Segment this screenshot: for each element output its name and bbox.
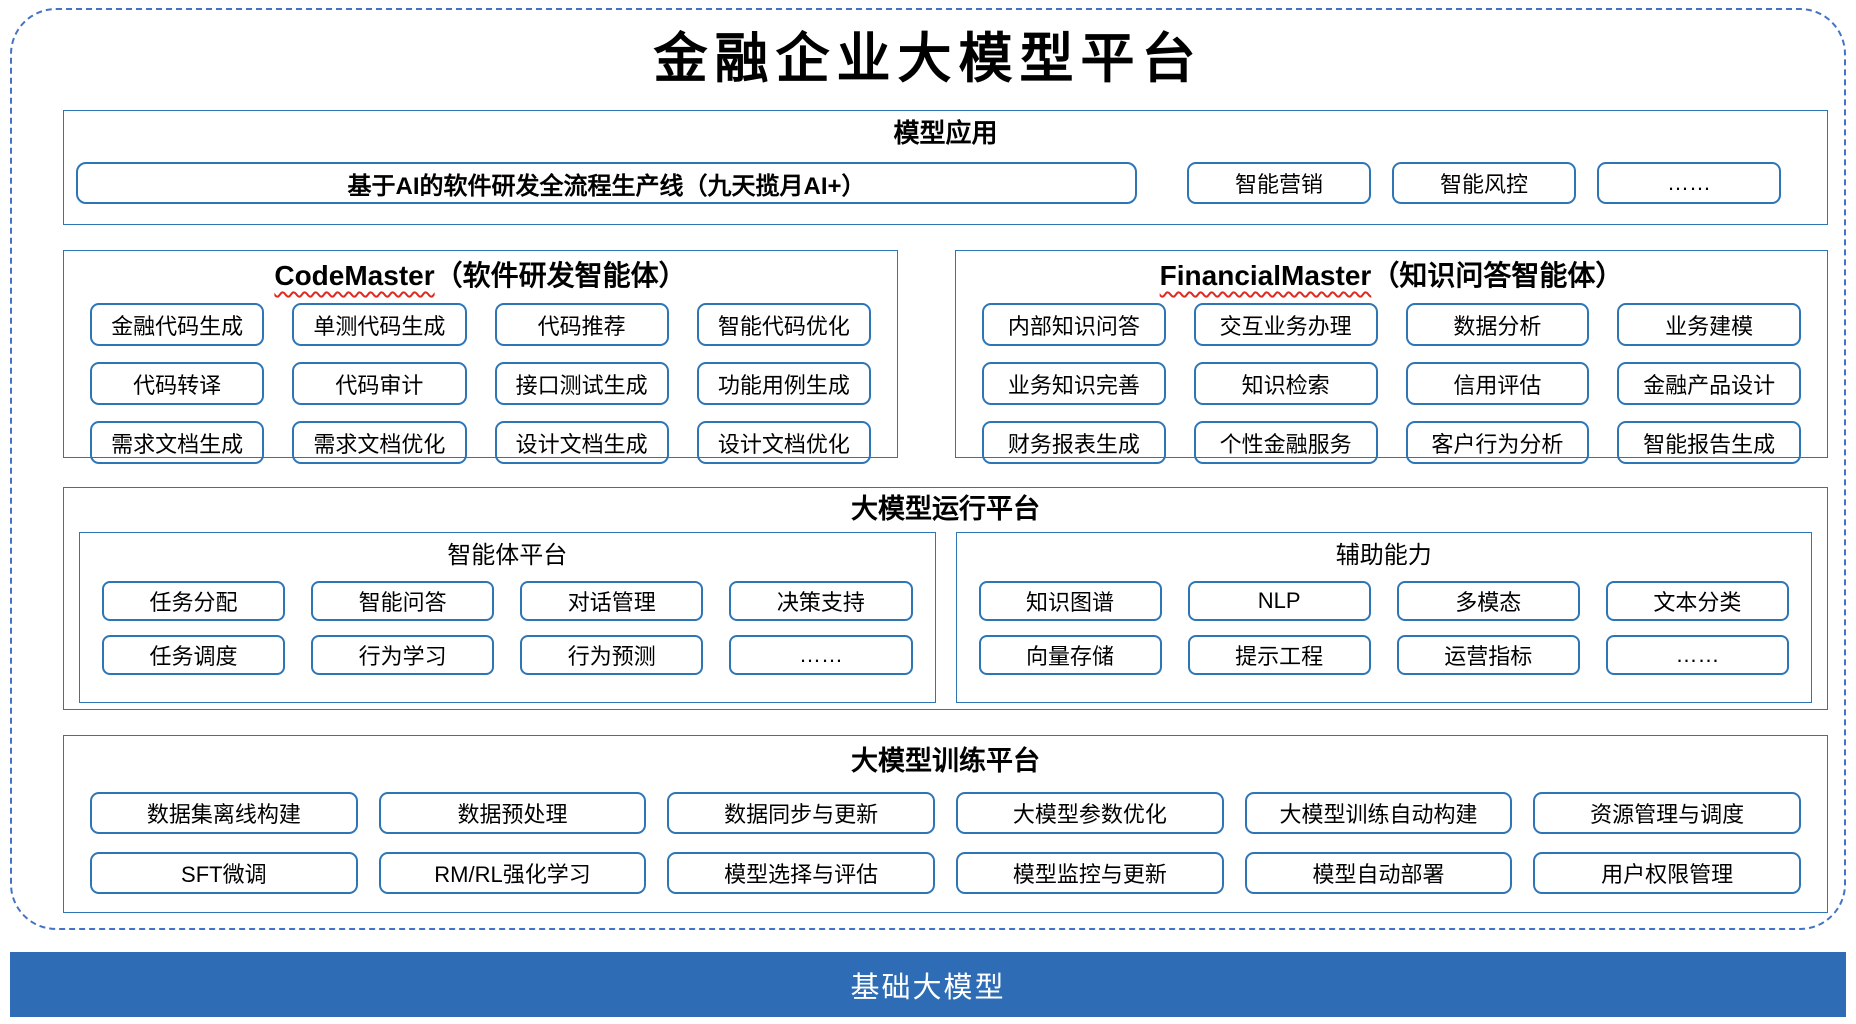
section-financialmaster: FinancialMaster（知识问答智能体） 内部知识问答交互业务办理数据分… [955,250,1828,464]
capability-box: 金融代码生成 [90,303,265,346]
training-item-box: 用户权限管理 [1533,852,1801,894]
runtime-item-box: 向量存储 [978,635,1162,675]
capability-box: 智能报告生成 [1617,421,1801,464]
capability-box: 代码推荐 [494,303,669,346]
training-item-box: 大模型参数优化 [955,792,1224,834]
capability-box: 交互业务办理 [1193,303,1378,346]
app-box: 智能风控 [1392,162,1576,204]
training-item-box: 资源管理与调度 [1533,792,1801,834]
auxiliary-capability-panel: 辅助能力 知识图谱 NLP 多模态文本分类向量存储提示工程运营指标 …… [955,532,1812,703]
codemaster-title: CodeMaster（软件研发智能体） [90,259,871,293]
financialmaster-title-zh: （知识问答智能体） [1371,260,1624,291]
capability-box: 需求文档优化 [292,421,467,464]
runtime-item-box: 运营指标 [1396,635,1580,675]
capability-box: 个性金融服务 [1193,421,1378,464]
runtime-item-box: 提示工程 [1187,635,1371,675]
capability-box: 金融产品设计 [1617,362,1801,405]
financialmaster-capability-grid: 内部知识问答交互业务办理数据分析业务建模业务知识完善知识检索信用评估金融产品设计… [982,303,1801,464]
capability-box: 业务建模 [1617,303,1801,346]
section-codemaster: CodeMaster（软件研发智能体） 金融代码生成单测代码生成代码推荐智能代码… [63,250,898,464]
training-item-box: 数据预处理 [378,792,647,834]
runtime-item-box: 任务分配 [102,581,286,621]
training-item-box: 数据同步与更新 [667,792,935,834]
agents-row: CodeMaster（软件研发智能体） 金融代码生成单测代码生成代码推荐智能代码… [63,250,1828,464]
runtime-item-box: 多模态 [1396,581,1580,621]
capability-box: 财务报表生成 [982,421,1166,464]
auxiliary-capability-grid: 知识图谱 NLP 多模态文本分类向量存储提示工程运营指标 …… [978,581,1789,675]
runtime-item-box: …… [729,635,913,675]
capability-box: 设计文档生成 [494,421,669,464]
agent-platform-title: 智能体平台 [447,542,568,569]
runtime-item-box: 决策支持 [729,581,913,621]
capability-box: 代码转译 [90,362,265,405]
ai-pipeline-box: 基于AI的软件研发全流程生产线（九天揽月AI+） [76,162,1137,204]
runtime-item-box: 行为学习 [311,635,495,675]
runtime-item-box: 文本分类 [1605,581,1789,621]
model-applications-title: 模型应用 [893,118,998,148]
capability-box: 功能用例生成 [696,362,871,405]
auxiliary-capability-title: 辅助能力 [1335,542,1432,569]
app-box: 智能营销 [1187,162,1371,204]
training-item-box: 模型自动部署 [1244,852,1513,894]
section-training-platform: 大模型训练平台 数据集离线构建数据预处理数据同步与更新大模型参数优化大模型训练自… [63,735,1828,913]
capability-box: 数据分析 [1405,303,1590,346]
training-platform-grid: 数据集离线构建数据预处理数据同步与更新大模型参数优化大模型训练自动构建资源管理与… [90,792,1801,894]
runtime-sub-row: 智能体平台 任务分配智能问答对话管理决策支持任务调度行为学习行为预测 …… 辅助能… [79,532,1812,703]
financialmaster-title: FinancialMaster（知识问答智能体） [982,259,1801,293]
app-box: …… [1597,162,1781,204]
training-platform-title: 大模型训练平台 [851,746,1040,776]
codemaster-title-en: CodeMaster [274,260,435,291]
runtime-item-box: 行为预测 [520,635,704,675]
capability-box: 代码审计 [292,362,467,405]
capability-box: 业务知识完善 [982,362,1166,405]
training-item-box: SFT微调 [90,852,358,894]
runtime-item-box: 知识图谱 [978,581,1162,621]
runtime-item-box: NLP [1187,581,1371,621]
section-runtime-platform: 大模型运行平台 智能体平台 任务分配智能问答对话管理决策支持任务调度行为学习行为… [63,487,1828,710]
codemaster-capability-grid: 金融代码生成单测代码生成代码推荐智能代码优化代码转译代码审计接口测试生成功能用例… [90,303,871,464]
runtime-platform-title: 大模型运行平台 [851,494,1040,524]
training-item-box: 数据集离线构建 [90,792,358,834]
training-item-box: 大模型训练自动构建 [1244,792,1513,834]
capability-box: 客户行为分析 [1405,421,1590,464]
agent-platform-panel: 智能体平台 任务分配智能问答对话管理决策支持任务调度行为学习行为预测 …… [79,532,936,703]
runtime-item-box: 任务调度 [102,635,286,675]
foundation-model-bar: 基础大模型 [10,952,1846,1017]
capability-box: 知识检索 [1193,362,1378,405]
training-item-box: RM/RL强化学习 [378,852,647,894]
capability-box: 设计文档优化 [696,421,871,464]
training-item-box: 模型监控与更新 [955,852,1224,894]
capability-box: 信用评估 [1405,362,1590,405]
page-title: 金融企业大模型平台 [653,26,1203,90]
outer-dashed-frame [10,8,1846,930]
runtime-item-box: …… [1605,635,1789,675]
capability-box: 智能代码优化 [696,303,871,346]
diagram-stack: 模型应用 基于AI的软件研发全流程生产线（九天揽月AI+） 智能营销智能风控 ……… [63,110,1828,913]
model-applications-row: 基于AI的软件研发全流程生产线（九天揽月AI+） 智能营销智能风控 …… [76,162,1781,204]
agent-platform-grid: 任务分配智能问答对话管理决策支持任务调度行为学习行为预测 …… [102,581,913,675]
capability-box: 内部知识问答 [982,303,1166,346]
capability-box: 单测代码生成 [292,303,467,346]
runtime-item-box: 对话管理 [520,581,704,621]
capability-box: 需求文档生成 [90,421,265,464]
section-model-applications: 模型应用 基于AI的软件研发全流程生产线（九天揽月AI+） 智能营销智能风控 …… [63,110,1828,225]
runtime-item-box: 智能问答 [311,581,495,621]
training-item-box: 模型选择与评估 [667,852,935,894]
codemaster-title-zh: （软件研发智能体） [434,260,687,291]
capability-box: 接口测试生成 [494,362,669,405]
financialmaster-title-en: FinancialMaster [1159,260,1372,291]
